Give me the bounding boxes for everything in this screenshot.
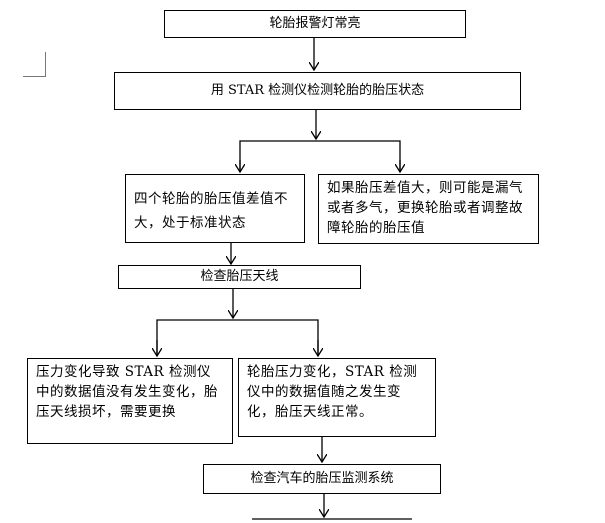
page-corner-mark [23, 52, 46, 77]
flow-step-tire-warning-light: 轮胎报警灯常亮 [164, 10, 466, 38]
flow-step-star-tpms-check: 用 STAR 检测仪检测轮胎的胎压状态 [114, 72, 521, 110]
split-bar-2 [156, 319, 319, 356]
flow-step-pressure-abnormal: 如果胎压差值大，则可能是漏气或者多气，更换轮胎或者调整故障轮胎的胎压值 [318, 174, 539, 244]
flow-step-check-tpms-antenna: 检查胎压天线 [118, 265, 361, 289]
split-bar-1 [239, 140, 401, 172]
flow-step-check-tpms-system: 检查汽车的胎压监测系统 [203, 464, 441, 494]
flow-step-antenna-normal: 轮胎压力变化，STAR 检测仪中的数据值随之发生变化，胎压天线正常。 [238, 358, 436, 437]
flow-step-pressure-normal: 四个轮胎的胎压值差值不大，处于标准状态 [125, 174, 305, 243]
flow-step-antenna-faulty: 压力变化导致 STAR 检测仪中的数据值没有发生变化，胎压天线损坏，需要更换 [27, 358, 233, 444]
